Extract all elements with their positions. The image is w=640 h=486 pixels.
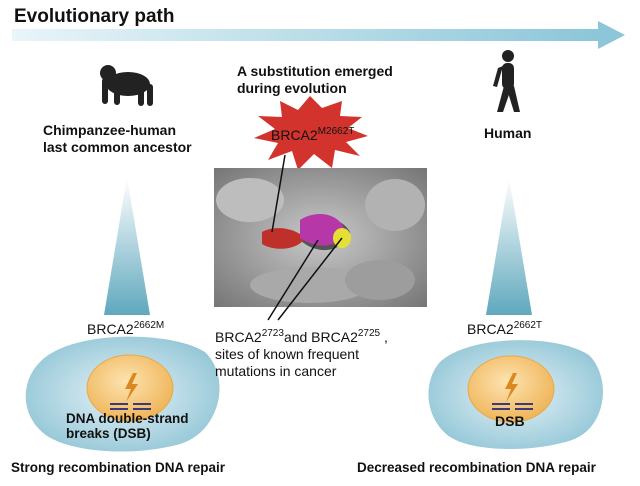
chimpanzee-icon bbox=[100, 65, 153, 106]
right-variant-base: BRCA2 bbox=[467, 321, 514, 337]
right-variant-label: BRCA22662T bbox=[467, 318, 542, 337]
star-label: BRCA2M2662T bbox=[271, 124, 354, 143]
cancer-sites-label: BRCA22723and BRCA22725 , sites of known … bbox=[215, 325, 388, 380]
left-cell-label: DNA double-strand breaks (DSB) bbox=[66, 411, 189, 441]
star-label-base: BRCA2 bbox=[271, 127, 318, 143]
right-cone bbox=[486, 177, 532, 315]
ancestor-label-line2: last common ancestor bbox=[43, 139, 192, 155]
right-variant-sup: 2662T bbox=[513, 320, 543, 331]
cancer-sites-line1: BRCA22723and BRCA22725 , bbox=[215, 325, 388, 346]
diagram-title: Evolutionary path bbox=[14, 6, 175, 27]
pointer-lines bbox=[267, 154, 343, 321]
right-cell bbox=[428, 340, 603, 450]
left-cell bbox=[25, 336, 220, 452]
substitution-label: A substitution emerged during evolution bbox=[237, 63, 393, 97]
left-footer: Strong recombination DNA repair bbox=[11, 460, 226, 475]
left-cone bbox=[104, 177, 150, 315]
cancer-site-a-sup: 2723 bbox=[261, 328, 284, 339]
lightning-icon bbox=[125, 373, 138, 402]
left-variant-base: BRCA2 bbox=[87, 321, 134, 337]
human-label: Human bbox=[484, 125, 532, 141]
human-icon bbox=[493, 50, 520, 112]
evolution-arrow bbox=[12, 21, 625, 49]
cancer-sites-line3: mutations in cancer bbox=[215, 363, 337, 379]
substitution-label-line1: A substitution emerged bbox=[237, 63, 393, 79]
ancestor-label-line1: Chimpanzee-human bbox=[43, 122, 177, 138]
star-label-sup: M2662T bbox=[317, 126, 355, 137]
left-variant-sup: 2662M bbox=[133, 320, 165, 331]
left-cell-label-line2: breaks (DSB) bbox=[66, 426, 151, 441]
cancer-sites-line2: sites of known frequent bbox=[215, 346, 359, 362]
substitution-star bbox=[254, 96, 368, 170]
ancestor-label: Chimpanzee-human last common ancestor bbox=[43, 122, 192, 156]
cancer-site-a-base: BRCA2 bbox=[215, 329, 262, 345]
lightning-icon bbox=[505, 373, 518, 402]
right-cell-label: DSB bbox=[495, 413, 525, 429]
cancer-site-trail: , bbox=[384, 329, 388, 345]
protein-structure-image bbox=[214, 168, 427, 307]
left-variant-label: BRCA22662M bbox=[87, 318, 164, 337]
cancer-site-joiner: and BRCA2 bbox=[283, 329, 358, 345]
substitution-label-line2: during evolution bbox=[237, 80, 347, 96]
right-footer: Decreased recombination DNA repair bbox=[357, 460, 596, 475]
cancer-site-b-sup: 2725 bbox=[357, 328, 381, 339]
left-cell-label-line1: DNA double-strand bbox=[66, 411, 189, 426]
